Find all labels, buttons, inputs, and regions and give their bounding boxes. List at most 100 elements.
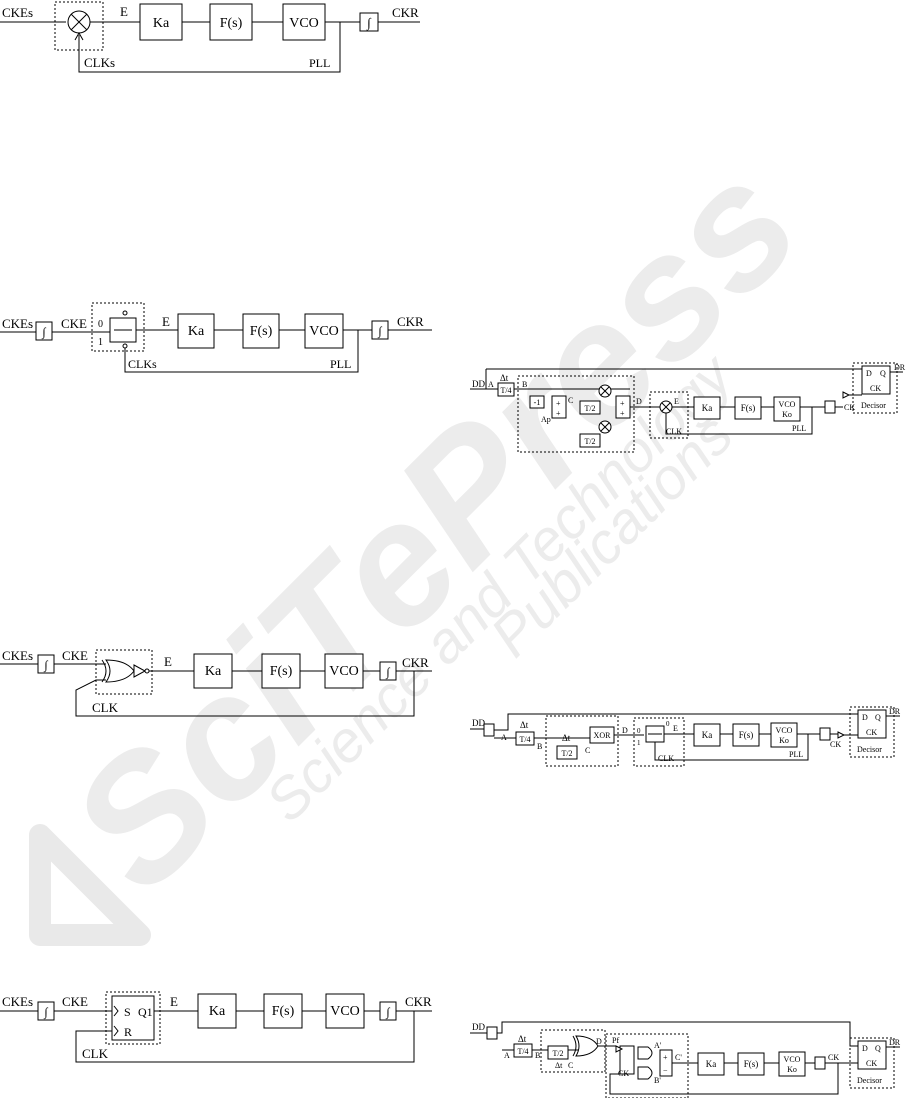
svg-text:Decisor: Decisor	[857, 1076, 882, 1085]
cke-label: CKE	[61, 316, 87, 331]
vco-block	[778, 1051, 806, 1077]
filter-block	[261, 653, 301, 689]
svg-text:D: D	[862, 1044, 868, 1053]
svg-text:A: A	[504, 1051, 510, 1060]
signal-label-e: E	[120, 4, 128, 19]
filter-block	[734, 396, 762, 420]
watermark-logo-triangle	[29, 824, 151, 946]
svg-text:CLK: CLK	[92, 700, 119, 715]
svg-text:DR: DR	[894, 363, 906, 372]
svg-text:T/2: T/2	[584, 437, 595, 446]
svg-text:CLK: CLK	[666, 427, 682, 436]
svg-text:F(s): F(s)	[739, 730, 754, 740]
svg-text:B: B	[522, 380, 527, 389]
svg-text:VCO: VCO	[784, 1055, 801, 1064]
svg-text:Ka: Ka	[188, 324, 205, 339]
svg-text:F(s): F(s)	[270, 664, 293, 679]
decisor-dashed-box	[852, 362, 898, 414]
svg-text:E: E	[164, 654, 172, 669]
svg-text:A': A'	[654, 1041, 662, 1050]
d-flipflop	[857, 709, 887, 739]
svg-text:F(s): F(s)	[250, 324, 273, 339]
ka-block	[693, 723, 721, 747]
svg-text:CK: CK	[844, 403, 855, 412]
svg-text:Ka: Ka	[205, 664, 222, 679]
svg-text:F(s): F(s)	[741, 403, 756, 413]
svg-text:E: E	[162, 314, 170, 329]
svg-text:XOR: XOR	[594, 731, 612, 740]
ka-block	[197, 993, 237, 1029]
svg-text:0: 0	[637, 727, 641, 735]
svg-text:CLK: CLK	[82, 1046, 109, 1061]
svg-text:D: D	[862, 713, 868, 722]
svg-text:CKR: CKR	[397, 314, 424, 329]
svg-text:+: +	[556, 399, 561, 408]
output-label: CKR	[392, 5, 419, 20]
vco-block	[773, 396, 801, 422]
xnor-gate	[105, 659, 135, 683]
step-block	[819, 727, 831, 741]
svg-text:B: B	[537, 742, 542, 751]
diagram-5: DD A Δt T/4 B -1 + + Ap C T/2 T/2 + + D	[470, 362, 906, 453]
svg-text:C: C	[568, 1061, 573, 1070]
svg-text:Decisor: Decisor	[857, 745, 882, 754]
sr-flipflop	[111, 995, 155, 1041]
svg-text:Pf: Pf	[612, 1036, 619, 1045]
t2-block	[547, 1045, 569, 1060]
svg-text:Q1: Q1	[138, 1005, 153, 1019]
input-label: CKEs	[2, 5, 33, 20]
ka-block	[177, 313, 215, 349]
decisor-dashed-box	[849, 706, 895, 758]
feedback-loop	[75, 1011, 415, 1063]
vco-label: VCO	[289, 16, 319, 31]
svg-text:VCO: VCO	[309, 324, 339, 339]
svg-text:Ka: Ka	[702, 730, 713, 740]
diagram-4: CKEs ∫ CKE S Q1 R E Ka F(s) VCO ∫ CKR CL…	[0, 991, 432, 1063]
svg-text:CK: CK	[830, 740, 841, 749]
switch-dashed-box	[633, 717, 685, 767]
svg-text:A: A	[488, 380, 494, 389]
preprocess-dashed-box	[540, 1029, 606, 1073]
step-block	[486, 1026, 498, 1040]
svg-text:Ka: Ka	[209, 1004, 226, 1019]
svg-text:CLKs: CLKs	[128, 357, 157, 371]
vco-block	[304, 313, 344, 349]
svg-text:0: 0	[98, 319, 103, 330]
svg-text:Ko: Ko	[782, 410, 792, 419]
feedback-loop	[75, 671, 415, 717]
feedback-loop	[665, 407, 813, 435]
svg-text:CKR: CKR	[405, 994, 432, 1009]
svg-text:D: D	[636, 397, 642, 406]
svg-text:1: 1	[637, 739, 641, 747]
svg-text:VCO: VCO	[330, 1004, 360, 1019]
input-label: CKEs	[2, 316, 33, 331]
svg-text:PLL: PLL	[792, 424, 806, 433]
ka-block	[697, 1052, 725, 1076]
step-block	[35, 321, 53, 341]
watermark-brand: SciTePress	[34, 126, 835, 927]
svg-text:+: +	[663, 1053, 668, 1062]
svg-text:Q: Q	[875, 1044, 881, 1053]
svg-text:Q: Q	[875, 713, 881, 722]
svg-text:T/2: T/2	[584, 404, 595, 413]
svg-text:CKE: CKE	[62, 994, 88, 1009]
svg-text:∫: ∫	[385, 665, 390, 679]
svg-text:Δt: Δt	[555, 1061, 563, 1070]
xnor-dashed-box	[95, 649, 153, 695]
svg-text:1: 1	[98, 337, 103, 348]
svg-text:VCO: VCO	[776, 726, 793, 735]
svg-text:DR: DR	[889, 1038, 901, 1047]
svg-text:Ap: Ap	[541, 415, 551, 424]
svg-text:CK: CK	[828, 1053, 839, 1062]
filter-block	[732, 723, 760, 747]
svg-text:Δt: Δt	[518, 1034, 527, 1044]
svg-text:CKEs: CKEs	[2, 994, 33, 1009]
svg-text:DD: DD	[472, 1022, 485, 1032]
watermark-brand-group: SciTePress	[34, 126, 835, 927]
svg-text:∫: ∫	[385, 1005, 390, 1019]
svg-text:B: B	[535, 1051, 540, 1060]
svg-text:Ka: Ka	[706, 1059, 717, 1069]
svg-text:CK: CK	[870, 384, 881, 393]
svg-text:T/4: T/4	[517, 1047, 528, 1056]
